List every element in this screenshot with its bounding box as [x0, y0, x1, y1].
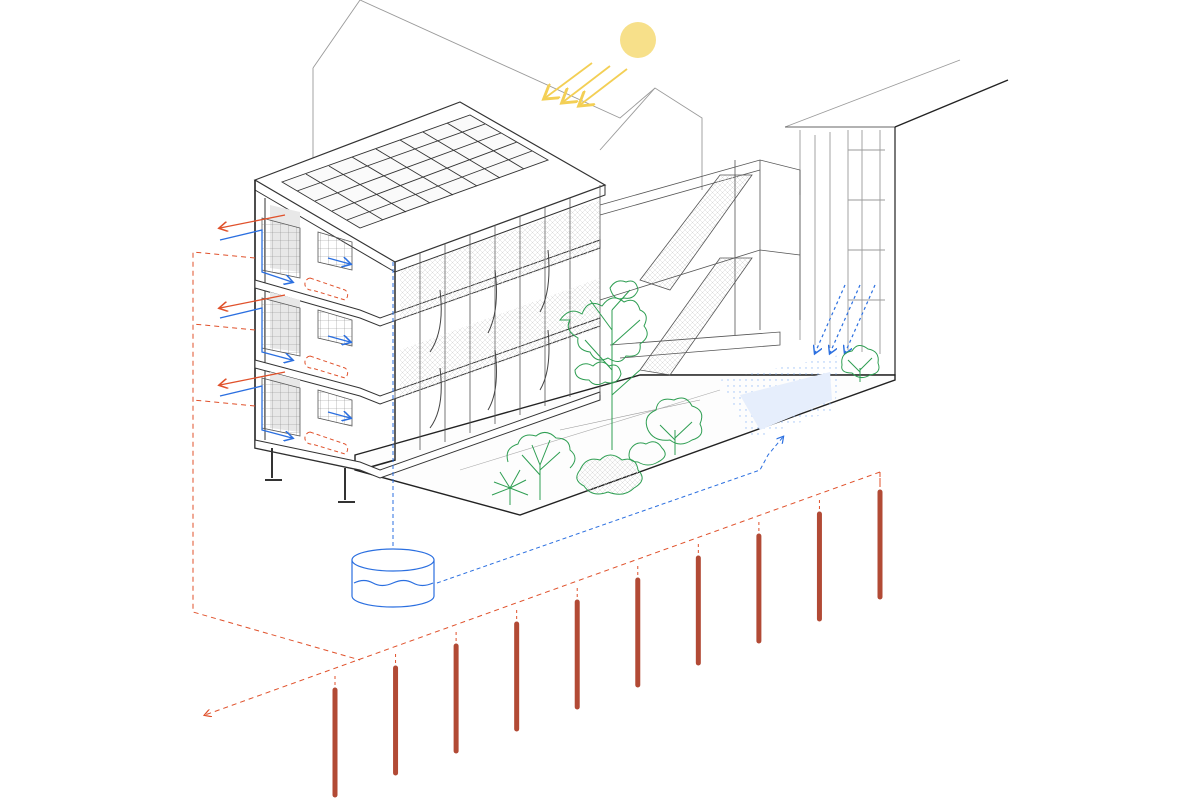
external-stair [599, 159, 801, 376]
curtain-blinds [429, 249, 550, 429]
shelving [261, 217, 353, 437]
warm-air-exhaust-arrows [220, 214, 286, 385]
palm-icon [491, 469, 529, 505]
sun-icon [620, 22, 656, 58]
courtyard-ground [354, 355, 896, 516]
rainwater-downpipe [392, 262, 783, 584]
corner-tree-icon [841, 345, 880, 382]
sun-rays-icon [545, 62, 628, 105]
main-building [253, 101, 607, 503]
rainwater-tank-icon [351, 548, 435, 608]
tall-tree-icon [559, 280, 648, 450]
support-columns [265, 448, 355, 503]
shrub-icon [576, 441, 666, 495]
cool-air-intake-arrows [219, 229, 350, 438]
wet-area [740, 372, 832, 430]
solar-panel-roof [280, 114, 550, 229]
geothermal-boreholes [332, 478, 883, 798]
bushy-tree-icon [645, 397, 703, 455]
small-tree-icon [506, 432, 576, 500]
courtyard-trees [491, 280, 880, 505]
rain-arrows-icon [815, 284, 876, 353]
